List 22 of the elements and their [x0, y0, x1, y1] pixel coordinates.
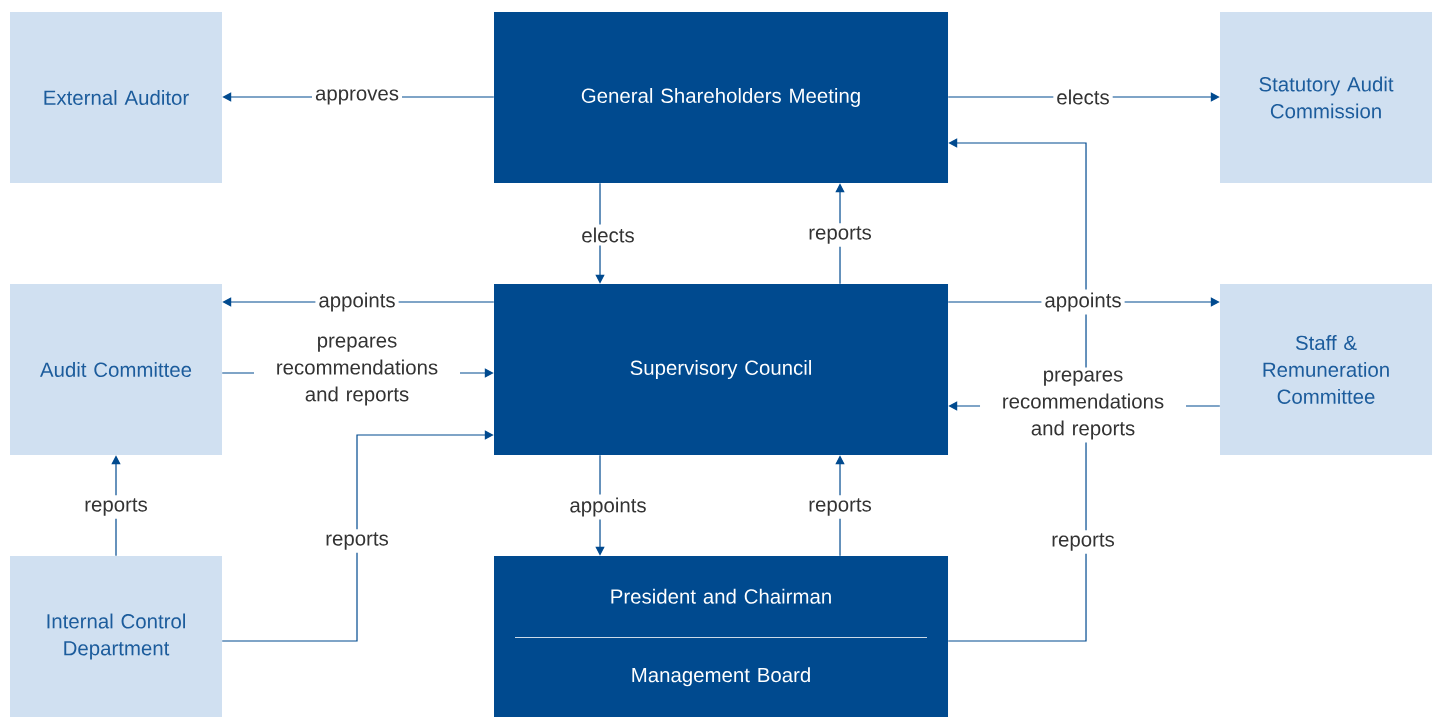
edge-label: appoints [315, 289, 399, 315]
committee-box: Statutory Audit Commission [1220, 12, 1432, 183]
edge-label: prepares recommendations and reports [254, 333, 460, 409]
edge-label: reports [805, 495, 875, 519]
edge-label: reports [81, 495, 151, 519]
committee-box: Internal Control Department [10, 556, 222, 717]
edge-label: elects [578, 224, 638, 246]
edge-label: approves [312, 86, 402, 108]
organ-box: General Shareholders Meeting [494, 12, 948, 183]
edge-label: appoints [1041, 289, 1125, 315]
management-box: President and Chairman Management Board [494, 556, 948, 717]
edge-label: reports [322, 529, 392, 553]
edge-label: prepares recommendations and reports [980, 367, 1186, 443]
edge-label: appoints [566, 494, 650, 520]
committee-box: Staff & Remuneration Committee [1220, 284, 1432, 455]
organ-box: Supervisory Council [494, 284, 948, 455]
edge-label: reports [1048, 530, 1118, 554]
committee-box: External Auditor [10, 12, 222, 183]
edge-label: elects [1053, 86, 1113, 108]
edge-label: reports [805, 223, 875, 247]
arrow [221, 430, 494, 642]
committee-box: Audit Committee [10, 284, 222, 455]
